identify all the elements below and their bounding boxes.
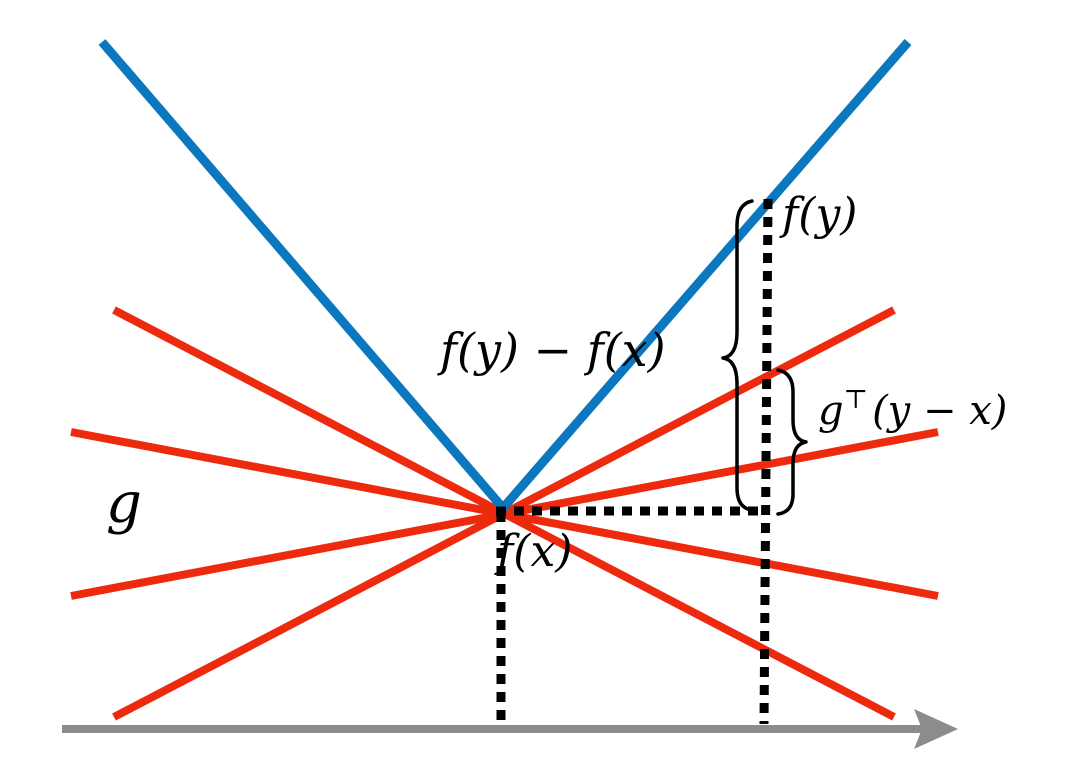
label-f-of-y: f(y)	[779, 189, 857, 240]
label-difference: f(y) − f(x)	[437, 323, 666, 377]
arrow-right-icon	[914, 709, 958, 749]
label-subgradient-linear: g⊤(y − x)	[818, 385, 1007, 434]
curly-brace-left-icon	[721, 199, 754, 512]
label-subgradient-linear-g: g	[818, 388, 844, 434]
guide-vertical-y	[759, 198, 773, 725]
dotted-guides	[496, 198, 773, 725]
label-subgradient-g: g	[106, 471, 142, 536]
x-axis	[62, 709, 958, 749]
curly-brace-right-icon	[776, 368, 808, 516]
label-f-of-x: f(x)	[494, 526, 572, 577]
label-subgradient-linear-T: ⊤	[844, 385, 868, 415]
function-curve	[98, 39, 912, 515]
label-subgradient-linear-rest: (y − x)	[872, 388, 1007, 434]
